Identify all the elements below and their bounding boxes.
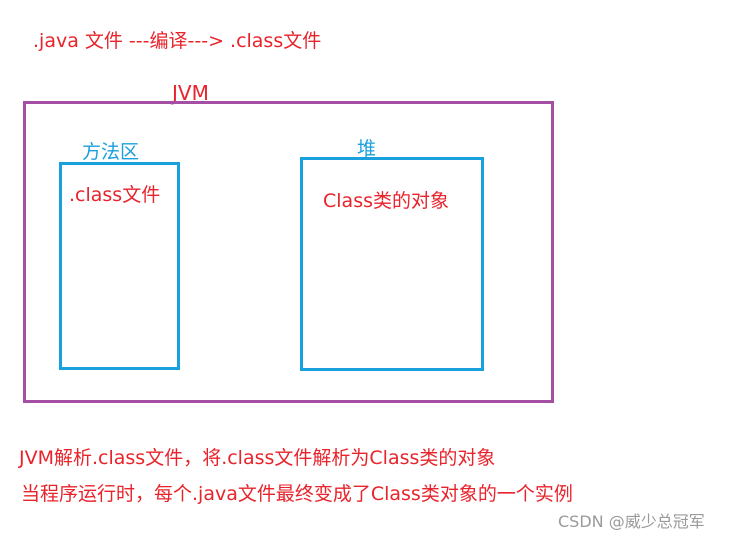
heap-box bbox=[300, 157, 484, 371]
note-line-1: JVM解析.class文件，将.class文件解析为Class类的对象 bbox=[19, 447, 496, 469]
class-file-text: .class文件 bbox=[69, 184, 161, 206]
csdn-watermark: CSDN @威少总冠军 bbox=[558, 512, 705, 531]
jvm-label: JVM bbox=[172, 81, 209, 105]
note-line-2: 当程序运行时，每个.java文件最终变成了Class类对象的一个实例 bbox=[21, 483, 573, 505]
method-area-label: 方法区 bbox=[82, 141, 140, 163]
method-area-box bbox=[59, 162, 180, 370]
class-object-text: Class类的对象 bbox=[323, 190, 449, 212]
heap-label: 堆 bbox=[357, 138, 377, 160]
jvm-box bbox=[23, 101, 554, 403]
compile-flow-title: .java 文件 ---编译---> .class文件 bbox=[33, 30, 322, 52]
